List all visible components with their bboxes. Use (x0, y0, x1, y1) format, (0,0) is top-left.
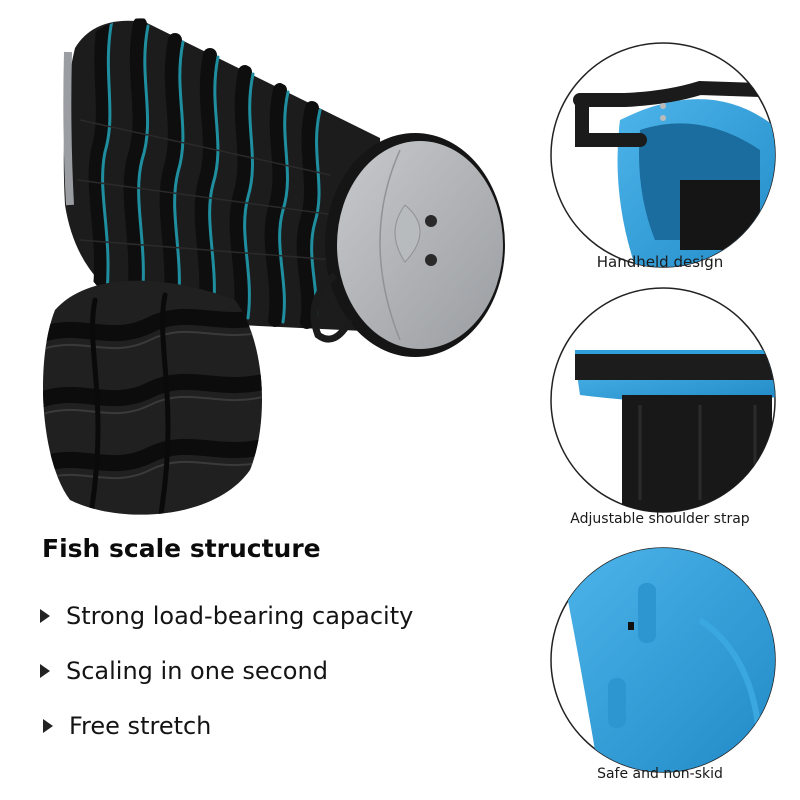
stool-body (63, 18, 505, 357)
handheld-detail-circle (550, 42, 776, 268)
nonskid-detail-circle (550, 547, 776, 773)
bullet-triangle-icon (43, 719, 53, 733)
strap-detail-circle (550, 287, 776, 513)
feature-text: Strong load-bearing capacity (66, 602, 414, 630)
bullet-triangle-icon (40, 664, 50, 678)
non-skid-caption: Safe and non-skid (597, 766, 723, 782)
feature-item: Strong load-bearing capacity (40, 602, 413, 630)
bullet-triangle-icon (40, 609, 50, 623)
feature-item: Free stretch (43, 712, 211, 740)
feature-text: Free stretch (69, 712, 212, 740)
handheld-design-caption: Handheld design (596, 253, 724, 271)
fish-scale-zoom (43, 280, 262, 515)
headline: Fish scale structure (42, 534, 321, 563)
feature-item: Scaling in one second (40, 657, 328, 685)
feature-text: Scaling in one second (66, 657, 328, 685)
shoulder-strap-caption: Adjustable shoulder strap (570, 511, 750, 527)
